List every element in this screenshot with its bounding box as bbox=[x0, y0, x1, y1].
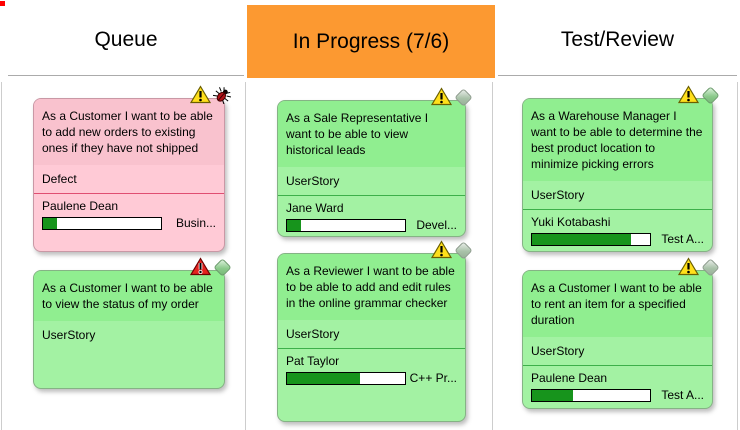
lane-border bbox=[245, 82, 246, 430]
progress-role-label: Test A... bbox=[661, 232, 704, 246]
lane-header-label: Queue bbox=[94, 28, 158, 51]
resource-icon bbox=[701, 86, 720, 105]
progress-role-label: Busin... bbox=[175, 216, 216, 230]
alert-red-icon bbox=[190, 257, 211, 276]
progress-bar-fill bbox=[287, 373, 361, 384]
progress-bar-fill bbox=[532, 234, 632, 245]
warning-icon bbox=[190, 85, 211, 104]
kanban-card[interactable]: As a Reviewer I want to be able to be ab… bbox=[277, 240, 473, 422]
card-progress-row: Test A... bbox=[523, 231, 712, 252]
warning-icon bbox=[431, 87, 452, 106]
card-title-section: As a Reviewer I want to be able to be ab… bbox=[278, 254, 465, 320]
kanban-card[interactable]: As a Warehouse Manager I want to be able… bbox=[522, 85, 720, 252]
lane-header-test-review[interactable]: Test/Review bbox=[498, 5, 737, 76]
card-title: As a Customer I want to be able to rent … bbox=[531, 281, 702, 327]
card-progress-row: C++ Pr... bbox=[278, 370, 465, 391]
card-type-label: Defect bbox=[42, 172, 77, 186]
card-badges bbox=[190, 257, 232, 277]
card-title-section: As a Customer I want to be able to view … bbox=[34, 271, 224, 321]
selection-marker bbox=[0, 1, 5, 6]
card-divider bbox=[34, 193, 224, 194]
card-badges bbox=[431, 87, 473, 107]
card-divider bbox=[278, 195, 465, 196]
kanban-card[interactable]: As a Customer I want to be able to add n… bbox=[33, 85, 231, 252]
progress-bar bbox=[531, 389, 651, 402]
kanban-card[interactable]: As a Sale Representative I want to be ab… bbox=[277, 87, 473, 238]
warning-icon bbox=[431, 240, 452, 259]
lane-border bbox=[1, 82, 2, 430]
warning-icon bbox=[678, 257, 699, 276]
card-progress-row: Test A... bbox=[523, 387, 712, 408]
card-type-label: UserStory bbox=[531, 188, 585, 202]
card-title: As a Sale Representative I want to be ab… bbox=[286, 111, 429, 157]
card-divider bbox=[278, 348, 465, 349]
card-type-label: UserStory bbox=[531, 344, 585, 358]
card-title-section: As a Customer I want to be able to rent … bbox=[523, 271, 712, 337]
card-type-label: UserStory bbox=[286, 174, 340, 188]
progress-bar bbox=[286, 219, 406, 232]
card-badges bbox=[190, 85, 231, 104]
card-title: As a Warehouse Manager I want to be able… bbox=[531, 109, 703, 171]
card-badges bbox=[431, 240, 473, 260]
progress-role-label: C++ Pr... bbox=[409, 371, 457, 385]
card-assignee: Pat Taylor bbox=[286, 354, 340, 368]
resource-icon bbox=[701, 258, 720, 277]
progress-role-label: Test A... bbox=[661, 388, 704, 402]
card-title-section: As a Warehouse Manager I want to be able… bbox=[523, 99, 712, 181]
card-title-section: As a Sale Representative I want to be ab… bbox=[278, 101, 465, 167]
lane-border bbox=[737, 82, 738, 430]
card-progress-row: Devel... bbox=[278, 217, 465, 238]
lane-border bbox=[492, 82, 493, 430]
progress-bar bbox=[42, 217, 162, 230]
card-assignee: Jane Ward bbox=[286, 201, 344, 215]
progress-bar bbox=[286, 372, 406, 385]
bug-icon bbox=[213, 87, 231, 104]
progress-bar-fill bbox=[43, 218, 58, 229]
lane-header-in-progress[interactable]: In Progress (7/6) bbox=[247, 5, 495, 78]
lane-header-label: Test/Review bbox=[560, 28, 675, 51]
card-type-label: UserStory bbox=[42, 328, 96, 342]
card-badges bbox=[678, 257, 720, 277]
card-title: As a Customer I want to be able to add n… bbox=[42, 109, 213, 155]
card-title: As a Customer I want to be able to view … bbox=[42, 281, 213, 311]
kanban-card[interactable]: As a Customer I want to be able to view … bbox=[33, 257, 232, 389]
card-assignee: Paulene Dean bbox=[531, 371, 608, 385]
progress-bar-fill bbox=[287, 220, 302, 231]
warning-icon bbox=[678, 85, 699, 104]
card-badges bbox=[678, 85, 720, 105]
resource-icon bbox=[213, 258, 232, 277]
card-type-label: UserStory bbox=[286, 327, 340, 341]
progress-bar bbox=[531, 233, 651, 246]
card-divider bbox=[523, 365, 712, 366]
card-divider bbox=[523, 209, 712, 210]
resource-icon bbox=[454, 88, 473, 107]
resource-icon bbox=[454, 241, 473, 260]
card-assignee: Yuki Kotabashi bbox=[531, 215, 611, 229]
card-title-section: As a Customer I want to be able to add n… bbox=[34, 99, 224, 165]
card-title: As a Reviewer I want to be able to be ab… bbox=[286, 264, 455, 310]
progress-role-label: Devel... bbox=[416, 218, 457, 232]
progress-bar-fill bbox=[532, 390, 574, 401]
kanban-card[interactable]: As a Customer I want to be able to rent … bbox=[522, 257, 720, 409]
card-assignee: Paulene Dean bbox=[42, 199, 119, 213]
lane-header-queue[interactable]: Queue bbox=[8, 5, 244, 76]
lane-header-label: In Progress (7/6) bbox=[292, 29, 450, 53]
card-progress-row: Busin... bbox=[34, 215, 224, 236]
